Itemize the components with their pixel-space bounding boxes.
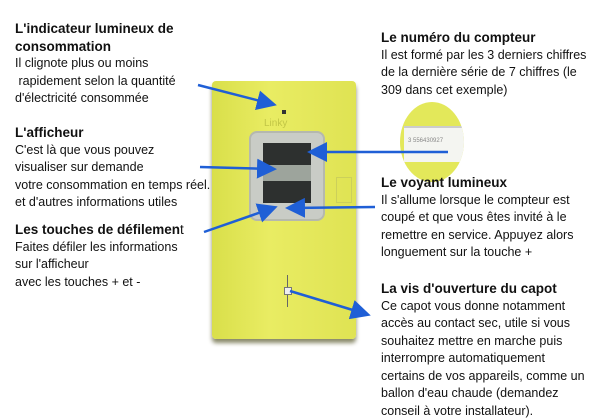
annotation-indicateur: L'indicateur lumineux de consommation Il…: [15, 20, 176, 108]
title: La vis d'ouverture du capot: [381, 281, 557, 296]
text-line: Ce capot vous donne notamment: [381, 298, 566, 313]
consumption-led: [282, 110, 286, 114]
text-line: interrompre automatiquement: [381, 351, 545, 365]
text-line: C'est là que vous pouvez: [15, 142, 155, 157]
title-bold: Les touches de défilemen: [15, 222, 181, 237]
text-line: longuement sur la touche +: [381, 245, 533, 259]
display-bottom: [263, 181, 311, 203]
title: L'indicateur lumineux de: [15, 21, 174, 36]
text-line: rapidement selon la quantité: [15, 73, 176, 88]
text-line: visualiser sur demande: [15, 160, 144, 174]
text-line: Il s'allume lorsque le compteur est: [381, 192, 570, 207]
annotation-voyant: Le voyant lumineux Il s'allume lorsque l…: [381, 174, 573, 262]
text-line: sur l'afficheur: [15, 257, 89, 271]
text-line: Faites défiler les informations: [15, 239, 178, 254]
annotation-vis: La vis d'ouverture du capot Ce capot vou…: [381, 280, 585, 419]
text-line: avec les touches + et -: [15, 274, 141, 289]
arrow-voyant: [285, 197, 376, 218]
serial-number-inset: 3 556430927: [400, 102, 464, 182]
text-line: Il clignote plus ou moins: [15, 56, 149, 70]
text-line: ballon d'eau chaude (demandez: [381, 386, 559, 400]
arrow-vis: [289, 289, 371, 320]
title: consommation: [15, 38, 112, 54]
title: Le voyant lumineux: [381, 175, 508, 190]
arrow-indicateur: [197, 83, 277, 110]
serial-number: 3 556430927: [408, 138, 444, 144]
text-line: conseil à votre installateur).: [381, 403, 534, 418]
text-line: accès au contact sec, utile si vous: [381, 316, 570, 330]
title-regular: t: [180, 222, 184, 237]
arrow-touches: [203, 203, 278, 234]
annotation-numero: Le numéro du compteur Il est formé par l…: [381, 29, 586, 99]
text-line: et d'autres informations utiles: [15, 195, 178, 209]
text-line: 309 dans cet exemple): [381, 82, 508, 97]
side-panel: [336, 177, 352, 203]
text-line: de la dernière série de 7 chiffres (le: [381, 65, 577, 79]
text-line: coupé et que vous êtes invité à le: [381, 210, 567, 224]
text-line: souhaitez mettre en marche puis: [381, 333, 563, 348]
text-line: votre consommation en temps réel.: [15, 177, 211, 192]
title: L'afficheur: [15, 125, 84, 140]
text-line: Il est formé par les 3 derniers chiffres: [381, 47, 587, 62]
text-line: remettre en service. Appuyez alors: [381, 227, 574, 242]
title: Le numéro du compteur: [381, 30, 536, 45]
text-line: d'électricité consommée: [15, 91, 149, 105]
brand-logo: Linky: [264, 118, 288, 129]
arrow-afficheur: [199, 158, 277, 179]
title: Les touches de défilement: [15, 221, 184, 239]
annotation-touches: Les touches de défilement Faites défiler…: [15, 221, 184, 291]
annotation-afficheur: L'afficheur C'est là que vous pouvez vis…: [15, 124, 210, 212]
text-line: certains de vos appareils, comme un: [381, 368, 585, 383]
